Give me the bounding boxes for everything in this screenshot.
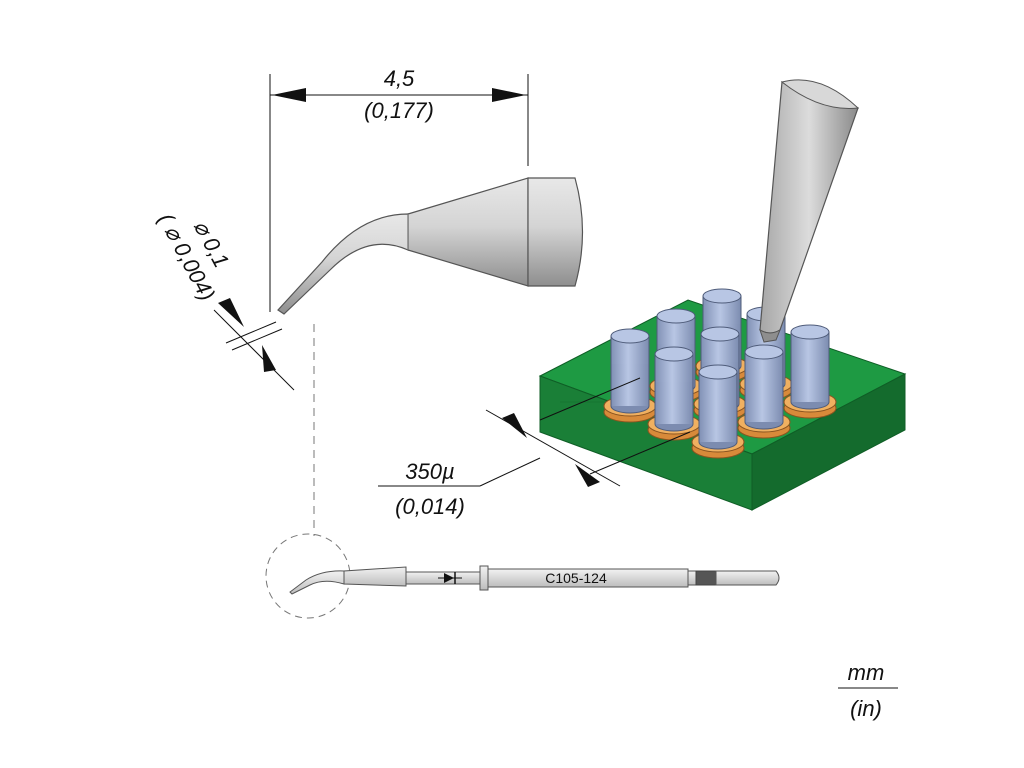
component-cylinder bbox=[647, 346, 701, 441]
component-grid bbox=[603, 288, 837, 459]
iron-tip-closeup bbox=[759, 79, 860, 343]
length-in-label: (0,177) bbox=[364, 98, 434, 123]
tip-diameter-dimension: ⌀ 0,1 ( ⌀ 0,004) bbox=[153, 209, 295, 391]
component-cylinder bbox=[783, 324, 837, 419]
pitch-dimension: 350µ (0,014) bbox=[378, 377, 691, 519]
pitch-mm-label: 350µ bbox=[405, 459, 454, 484]
tip-model-label: C105-124 bbox=[545, 570, 607, 586]
tip-main-view bbox=[277, 177, 584, 315]
units-legend: mm (in) bbox=[838, 660, 898, 721]
length-dimension: 4,5 (0,177) bbox=[269, 66, 529, 312]
component-cylinder bbox=[737, 344, 791, 439]
component-cylinder bbox=[603, 328, 657, 423]
units-secondary: (in) bbox=[850, 696, 882, 721]
component-cylinder bbox=[691, 364, 745, 459]
tip-side-view: C105-124 bbox=[265, 533, 780, 619]
length-mm-label: 4,5 bbox=[384, 66, 415, 91]
pitch-in-label: (0,014) bbox=[395, 494, 465, 519]
units-primary: mm bbox=[848, 660, 885, 685]
